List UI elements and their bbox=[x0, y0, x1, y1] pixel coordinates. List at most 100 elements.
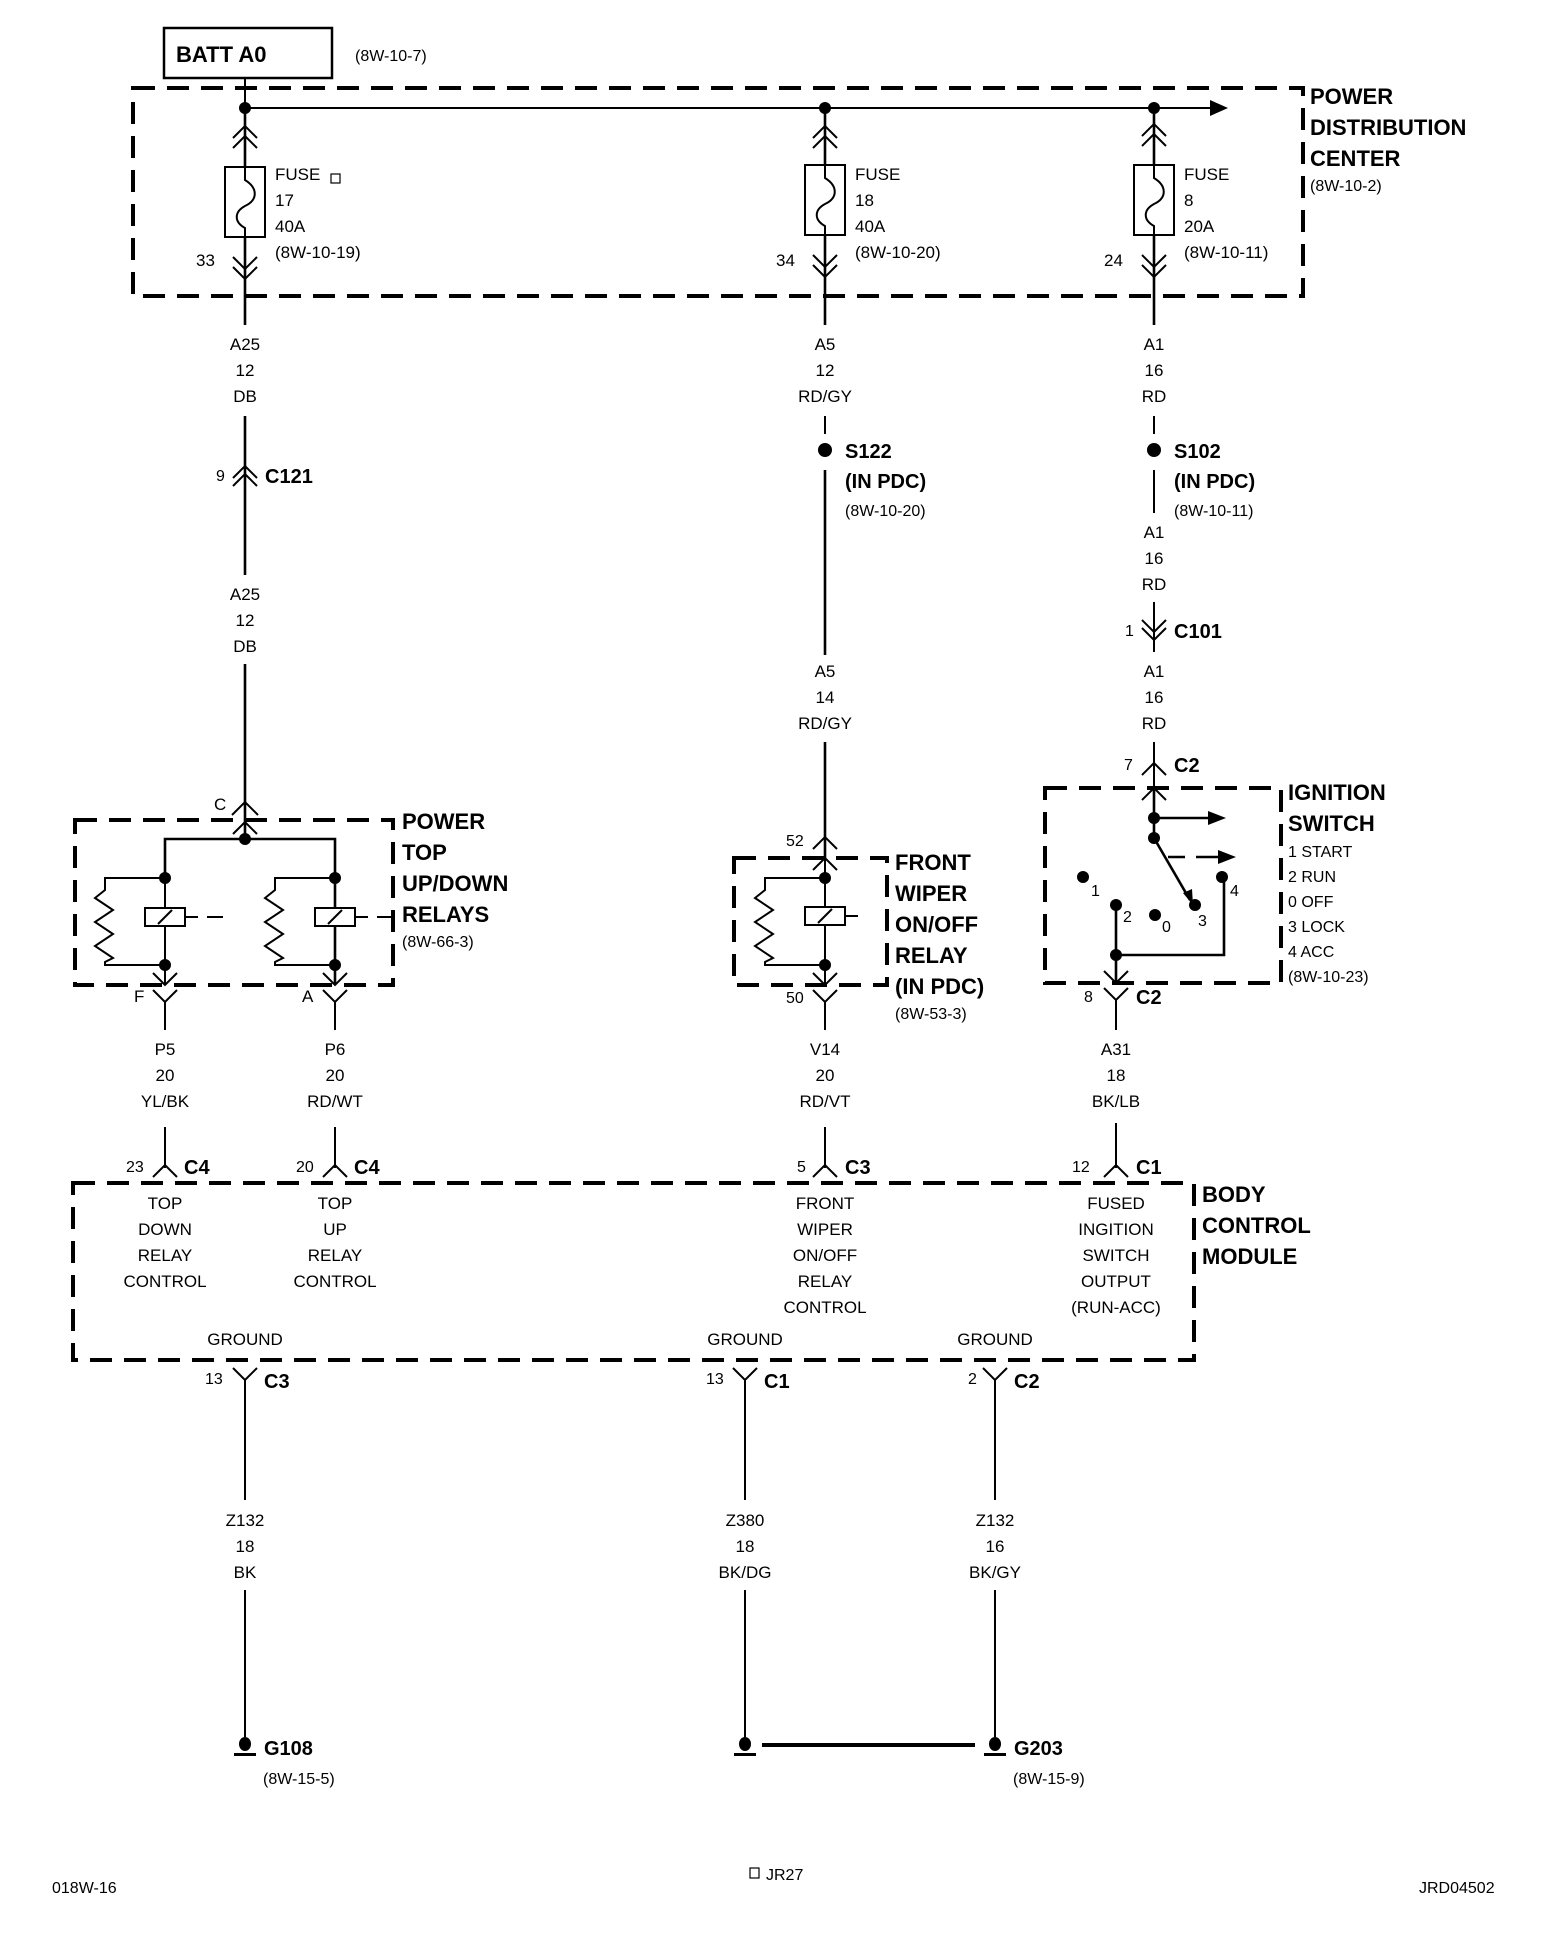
bcm-function-text: FRONT bbox=[796, 1194, 855, 1213]
relay-f-inner-connector-icon bbox=[152, 972, 178, 987]
junction-dot bbox=[329, 872, 341, 884]
wire-a1-code: A1 bbox=[1144, 662, 1165, 681]
bcm-function-text: ON/OFF bbox=[793, 1246, 857, 1265]
power-top-relays: POWER TOP UP/DOWN RELAYS (8W-66-3) F A bbox=[73, 809, 508, 1030]
wiper-relay-boundary bbox=[732, 856, 889, 987]
ignition-switch-boundary bbox=[1043, 786, 1283, 985]
relay-c-connector-icon bbox=[231, 800, 259, 816]
fuse-17-label: FUSE bbox=[275, 165, 320, 184]
bcm-conn-c1: C1 bbox=[1136, 1157, 1162, 1179]
fuse-17-upper-connector-icon bbox=[232, 124, 258, 149]
ignition-pin-8: 8 bbox=[1084, 989, 1093, 1006]
wire-p6-color: RD/WT bbox=[307, 1092, 363, 1111]
bcm-conn-c3: C3 bbox=[845, 1157, 871, 1179]
wire-a25-color: DB bbox=[233, 637, 257, 656]
wire-a1-gauge: 16 bbox=[1145, 688, 1164, 707]
junction-dot bbox=[819, 959, 831, 971]
fuse-18-lower-connector-icon bbox=[812, 254, 838, 279]
wire-z132-color: BK bbox=[234, 1563, 257, 1582]
bcm-function-text: RELAY bbox=[138, 1246, 193, 1265]
fuse-8-rating: 20A bbox=[1184, 217, 1215, 236]
ignition-pin-7: 7 bbox=[1124, 757, 1133, 774]
bcm-function-text: CONTROL bbox=[123, 1272, 206, 1291]
c101-name: C101 bbox=[1174, 621, 1222, 643]
bcm-function-text: FUSED bbox=[1087, 1194, 1145, 1213]
battery-block: BATT A0 (8W-10-7) bbox=[162, 26, 427, 80]
relay-f-pin: F bbox=[134, 987, 144, 1006]
fuse-8: FUSE 8 20A (8W-10-11) 24 bbox=[1104, 108, 1268, 296]
pdc-ref: (8W-10-2) bbox=[1310, 178, 1382, 195]
circuit-p5-p6: P5 20 YL/BK P6 20 RD/WT 23 C4 20 C4 bbox=[126, 1040, 380, 1179]
wire-p5-code: P5 bbox=[155, 1040, 176, 1059]
c121-connector-icon bbox=[232, 464, 258, 487]
bcm-function-text: (RUN-ACC) bbox=[1071, 1298, 1161, 1317]
junction-dot bbox=[819, 872, 831, 884]
pdc-title-3: CENTER bbox=[1310, 146, 1401, 171]
battery-box bbox=[162, 26, 334, 80]
footer-page-code: 018W-16 bbox=[52, 1880, 117, 1897]
ignition-position-3: 3 LOCK bbox=[1288, 919, 1345, 936]
wiper-relay-pin-52: 52 bbox=[786, 833, 804, 850]
wiper-relay-title-5: (IN PDC) bbox=[895, 974, 984, 999]
relay-title-4: RELAYS bbox=[402, 902, 489, 927]
wire-p5-gauge: 20 bbox=[156, 1066, 175, 1085]
fuse-element-icon bbox=[235, 167, 256, 237]
fuse-18-ref: (8W-10-20) bbox=[855, 243, 941, 262]
bcm-function-text: UP bbox=[323, 1220, 347, 1239]
wire-a25-code: A25 bbox=[230, 585, 260, 604]
contact-0-dot bbox=[1149, 909, 1161, 921]
wiper-relay-title-2: WIPER bbox=[895, 881, 967, 906]
ground-circuits: 13 C3 Z132 18 BK 13 C1 Z380 18 BK/DG 2 C… bbox=[205, 1367, 1085, 1788]
battery-ref: (8W-10-7) bbox=[355, 48, 427, 65]
ground-icon bbox=[239, 1737, 251, 1751]
splice-s122-dot bbox=[818, 443, 832, 457]
bcm-pin-13: 13 bbox=[706, 1371, 724, 1388]
wire-p6-gauge: 20 bbox=[326, 1066, 345, 1085]
pdc-boundary bbox=[131, 86, 1305, 298]
relay-f-connector-icon bbox=[152, 989, 178, 1004]
resistor-icon bbox=[263, 877, 335, 966]
relay-boundary bbox=[73, 818, 395, 987]
relay-a-inner-connector-icon bbox=[322, 972, 348, 987]
ignition-position-1: 1 START bbox=[1288, 844, 1353, 861]
ignition-c2-8-connector-icon bbox=[1103, 987, 1129, 1002]
s122-ref: (8W-10-20) bbox=[845, 503, 926, 520]
bcm-ground-label: GROUND bbox=[207, 1330, 283, 1349]
power-distribution-center: POWER DISTRIBUTION CENTER (8W-10-2) FUSE… bbox=[131, 78, 1466, 298]
bcm-c1-13-connector-icon bbox=[732, 1367, 758, 1382]
wire-a1-gauge: 16 bbox=[1145, 361, 1164, 380]
wire-a1-color: RD bbox=[1142, 714, 1167, 733]
junction-dot bbox=[329, 959, 341, 971]
contact-1-dot bbox=[1077, 871, 1089, 883]
relay-c-inner-connector-icon bbox=[232, 820, 258, 835]
coil-slash bbox=[157, 909, 173, 925]
bcm-title-2: CONTROL bbox=[1202, 1213, 1311, 1238]
switch-output-wire bbox=[1114, 877, 1226, 983]
bcm-title-1: BODY bbox=[1202, 1182, 1266, 1207]
bcm-pin-12: 12 bbox=[1072, 1159, 1090, 1176]
fuse-element-icon bbox=[1144, 165, 1165, 235]
splice-s102-dot bbox=[1147, 443, 1161, 457]
circuit-a5: A5 12 RD/GY S122 (IN PDC) (8W-10-20) A5 … bbox=[786, 296, 926, 858]
fuse-18: FUSE 18 40A (8W-10-20) 34 bbox=[776, 108, 941, 296]
wiper-relay-title-4: RELAY bbox=[895, 943, 968, 968]
circuit-a25: A25 12 DB 9 C121 A25 12 DB C bbox=[214, 296, 313, 839]
g203-ref: (8W-15-9) bbox=[1013, 1771, 1085, 1788]
pdc-title-1: POWER bbox=[1310, 84, 1393, 109]
bcm-function-text: OUTPUT bbox=[1081, 1272, 1151, 1291]
ground-icon bbox=[989, 1737, 1001, 1751]
junction-dot bbox=[239, 833, 251, 845]
bcm-conn-c3: C3 bbox=[264, 1371, 290, 1393]
wire-z132-code: Z132 bbox=[976, 1511, 1015, 1530]
coil-slash bbox=[817, 908, 833, 924]
ignition-conn-c2: C2 bbox=[1174, 755, 1200, 777]
bcm-function-text: DOWN bbox=[138, 1220, 192, 1239]
relay-title-2: TOP bbox=[402, 840, 447, 865]
s122-loc: (IN PDC) bbox=[845, 471, 926, 493]
relay-a-connector-icon bbox=[322, 989, 348, 1004]
ground-plate-icon bbox=[734, 1753, 756, 1756]
bcm-pin-23: 23 bbox=[126, 1159, 144, 1176]
bcm-conn-c4: C4 bbox=[354, 1157, 380, 1179]
switch-blade bbox=[1152, 837, 1192, 901]
bcm-function-text: TOP bbox=[318, 1194, 353, 1213]
